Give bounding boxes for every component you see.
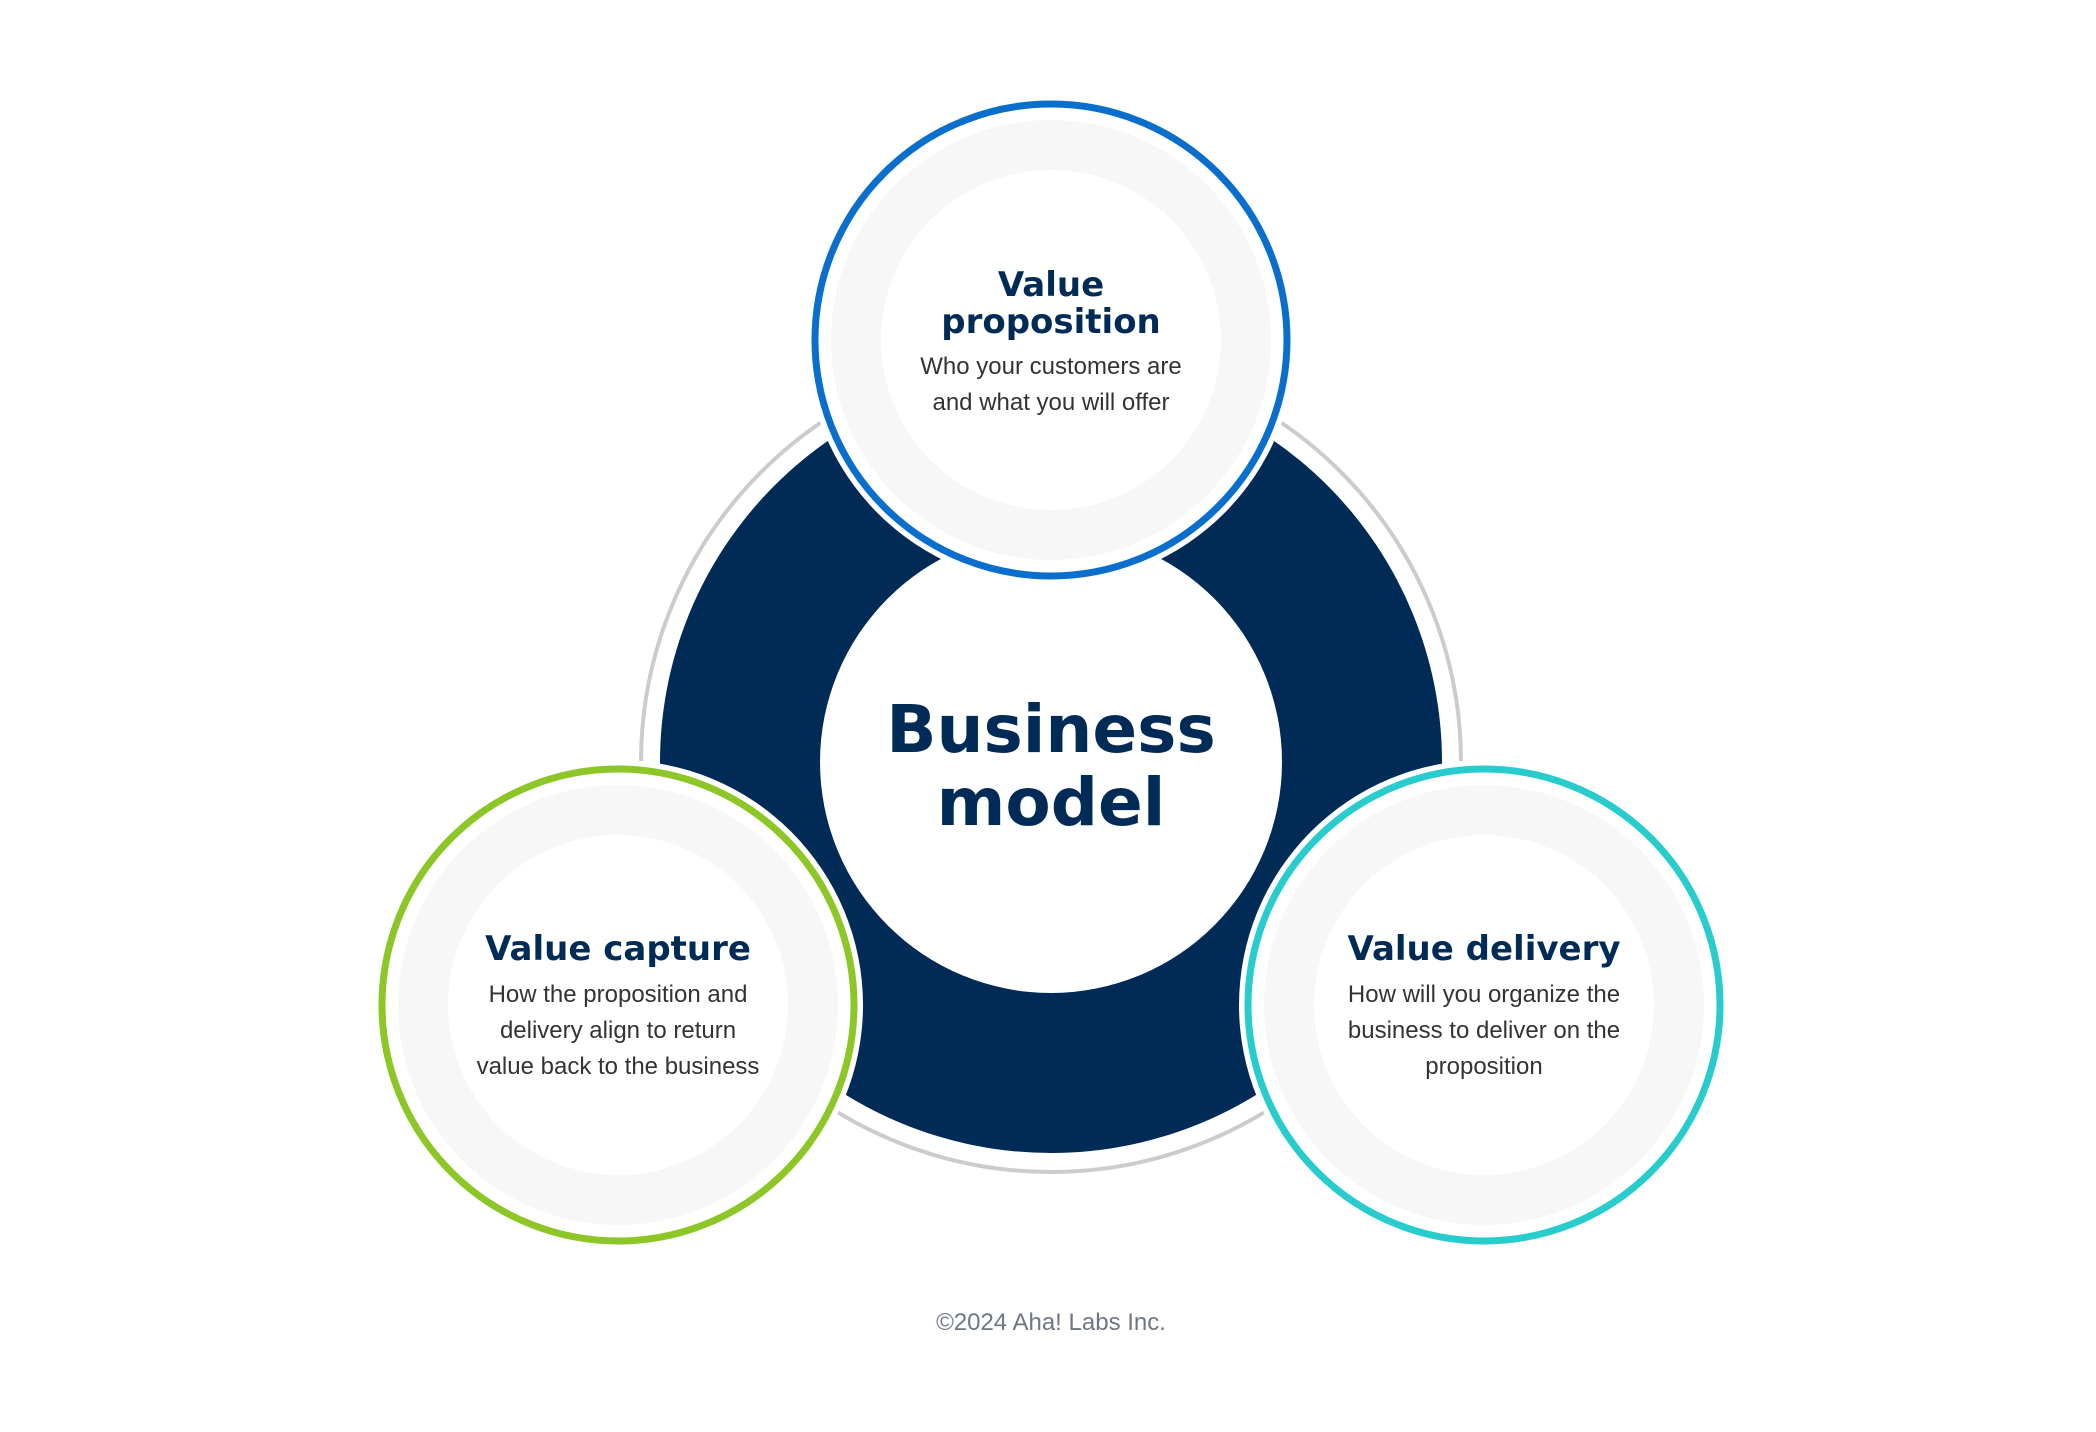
value-proposition-desc-line-2: and what you will offer [932, 389, 1169, 416]
value-proposition-title-line-2: proposition [941, 302, 1161, 342]
value-delivery-inner [1314, 835, 1654, 1175]
node-value-delivery: Value delivery How will you organize the… [1239, 760, 1729, 1250]
value-delivery-desc-line-2: business to deliver on the [1348, 1017, 1620, 1044]
value-capture-inner [448, 835, 788, 1175]
value-proposition-desc-line-1: Who your customers are [920, 353, 1181, 380]
value-capture-desc-line-2: delivery align to return [500, 1017, 736, 1044]
value-capture-desc-line-3: value back to the business [477, 1053, 760, 1080]
value-delivery-desc-line-3: proposition [1425, 1053, 1542, 1080]
center-title-line-1: Business [886, 691, 1216, 768]
value-delivery-desc-line-1: How will you organize the [1348, 981, 1620, 1008]
value-proposition-inner [881, 170, 1221, 510]
center-title-line-2: model [937, 764, 1166, 841]
copyright-footer: ©2024 Aha! Labs Inc. [936, 1309, 1166, 1336]
value-capture-desc-line-1: How the proposition and [489, 981, 748, 1008]
node-value-proposition: Value proposition Who your customers are… [806, 95, 1296, 585]
value-proposition-title-line-1: Value [998, 265, 1104, 305]
node-value-capture: Value capture How the proposition and de… [373, 760, 863, 1250]
value-delivery-title: Value delivery [1347, 929, 1620, 969]
value-capture-title: Value capture [485, 929, 751, 969]
business-model-hub [820, 531, 1282, 993]
